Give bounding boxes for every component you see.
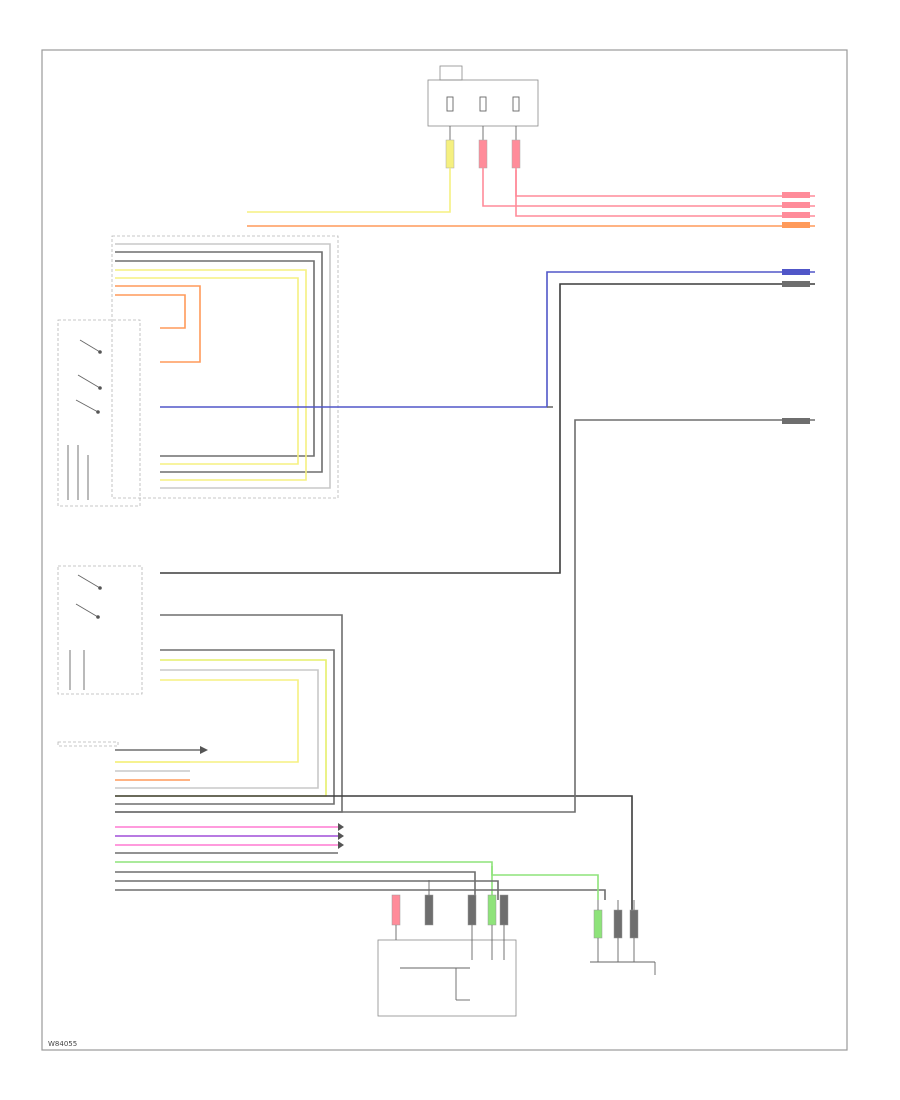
upper-switch-assembly <box>57 319 141 507</box>
bottom-connector <box>57 741 606 900</box>
lower-switch-assembly <box>57 565 143 695</box>
bottom-module <box>377 880 517 1017</box>
bottom-right-switch <box>590 900 656 975</box>
diagram-frame <box>41 49 848 1051</box>
top-wires <box>247 168 815 228</box>
upper-module-connector <box>111 235 339 499</box>
blue-wire <box>160 271 815 408</box>
fuse-relay-block <box>427 65 539 140</box>
lower-switch-wires <box>115 419 815 930</box>
wire-tags-top <box>445 139 521 169</box>
figure-id: W84055 <box>48 1040 77 1048</box>
